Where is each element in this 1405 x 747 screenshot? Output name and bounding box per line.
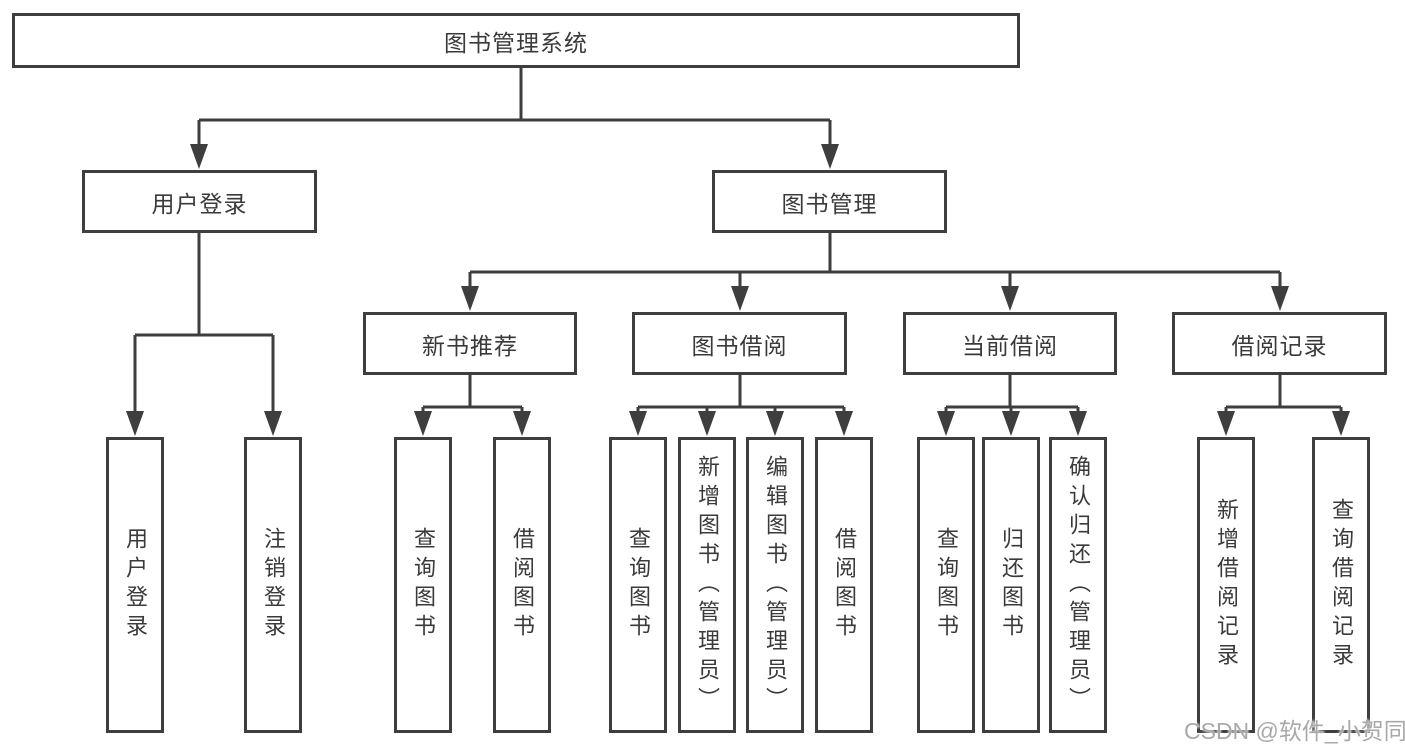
leaf-newbook-query-books-label: 查询图书 [411,527,436,643]
leaf-borrow-borrow-books-label: 借阅图书 [832,527,857,643]
node-book-borrowing: 图书借阅 [632,312,847,375]
node-book-borrowing-label: 图书借阅 [691,332,788,359]
leaf-borrow-edit-books-admin-label: 编辑图书（管理员） [763,454,788,716]
leaf-borrow-edit-books-admin: 编辑图书（管理员） [746,437,804,733]
leaf-user-login-label: 用户登录 [123,527,148,643]
leaf-records-add-record: 新增借阅记录 [1197,437,1255,733]
leaf-current-query-books: 查询图书 [917,437,975,733]
node-book-management-label: 图书管理 [781,190,878,217]
leaf-records-query-record-label: 查询借阅记录 [1329,498,1354,672]
leaf-newbook-query-books: 查询图书 [394,437,452,733]
leaf-borrow-borrow-books: 借阅图书 [815,437,873,733]
leaf-borrow-add-books-admin-label: 新增图书（管理员） [695,454,720,716]
leaf-records-query-record: 查询借阅记录 [1312,437,1370,733]
leaf-current-return-books: 归还图书 [982,437,1040,733]
node-current-borrowing: 当前借阅 [903,312,1117,375]
leaf-borrow-add-books-admin: 新增图书（管理员） [678,437,736,733]
leaf-logout: 注销登录 [244,437,302,733]
leaf-logout-label: 注销登录 [261,527,286,643]
leaf-current-return-books-label: 归还图书 [999,527,1024,643]
node-new-book-recommendation: 新书推荐 [363,312,577,375]
leaf-current-query-books-label: 查询图书 [934,527,959,643]
leaf-borrow-query-books: 查询图书 [609,437,667,733]
watermark: CSDN @软件_小贺同学 [1184,718,1405,744]
leaf-user-login: 用户登录 [106,437,164,733]
node-current-borrowing-label: 当前借阅 [962,332,1058,359]
leaf-current-confirm-return-admin: 确认归还（管理员） [1049,437,1107,733]
node-root-label: 图书管理系统 [444,29,588,56]
node-new-book-recommendation-label: 新书推荐 [422,332,518,359]
node-book-management: 图书管理 [712,170,947,233]
node-borrowing-records-label: 借阅记录 [1231,332,1328,359]
node-user-login: 用户登录 [82,170,317,233]
leaf-borrow-query-books-label: 查询图书 [626,527,651,643]
leaf-records-add-record-label: 新增借阅记录 [1214,498,1239,672]
leaf-current-confirm-return-admin-label: 确认归还（管理员） [1066,454,1091,716]
leaf-newbook-borrow-books: 借阅图书 [493,437,551,733]
node-root: 图书管理系统 [12,13,1020,68]
node-user-login-label: 用户登录 [151,190,248,217]
leaf-newbook-borrow-books-label: 借阅图书 [510,527,535,643]
node-borrowing-records: 借阅记录 [1172,312,1387,375]
